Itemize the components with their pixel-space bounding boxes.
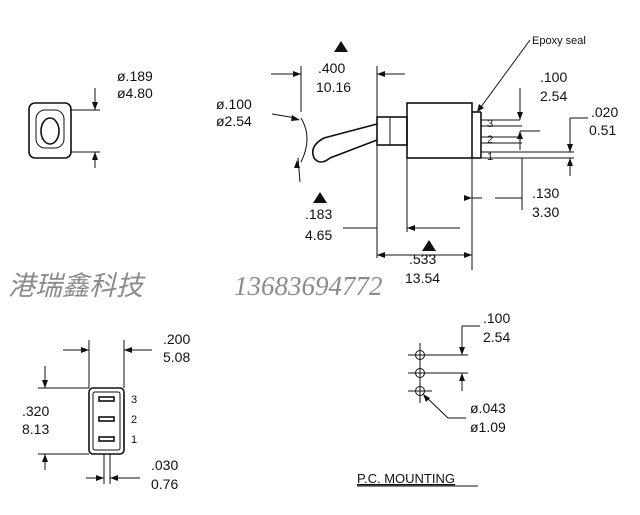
pin-thickness-inch: .020	[591, 104, 618, 120]
front-view: ø.189 ø4.80	[28, 68, 153, 168]
side-pin-2-label: 2	[487, 134, 493, 146]
body-length-inch: .533	[409, 251, 436, 267]
side-view: 3 2 1 Epoxy seal .400 10.16 ø.100 ø2.54 …	[216, 35, 618, 286]
side-pins	[481, 119, 574, 159]
bottom-pin-1-label: 1	[131, 434, 137, 446]
pin-length-mm: 3.30	[532, 204, 559, 220]
lever-length-inch: .400	[318, 60, 345, 76]
front-dia-inch: ø.189	[117, 68, 153, 84]
switch-bushing	[376, 116, 408, 146]
switch-body	[406, 102, 473, 159]
bushing-length-mm: 4.65	[305, 227, 332, 243]
watermark-phone: 13683694772	[234, 271, 383, 301]
lever-dia-mm: ø2.54	[216, 113, 252, 129]
side-pin-1-label: 1	[487, 151, 493, 163]
up-triangle-marker-1	[334, 41, 348, 52]
front-bushing	[35, 109, 65, 149]
bottom-width-inch: .200	[163, 331, 190, 347]
body-length-mm: 13.54	[405, 270, 440, 286]
up-triangle-marker-3	[422, 240, 436, 251]
bushing-length-inch: .183	[305, 206, 332, 222]
side-pitch-mm: 2.54	[540, 88, 567, 104]
mounting-hole-3	[408, 379, 432, 403]
bottom-body-outline	[88, 387, 125, 455]
bottom-pin-width-mm: 0.76	[151, 476, 178, 492]
up-triangle-marker-2	[313, 192, 327, 203]
pin-thickness-mm: 0.51	[589, 122, 616, 138]
bottom-height-mm: 8.13	[22, 421, 49, 437]
bottom-height-inch: .320	[22, 403, 49, 419]
mounting-hole-2	[408, 361, 432, 385]
bottom-pin-width-inch: .030	[151, 457, 178, 473]
bottom-pin-3	[98, 396, 115, 402]
bottom-pin-2-label: 2	[131, 414, 137, 426]
pin-length-inch: .130	[532, 185, 559, 201]
front-lever-tip	[40, 117, 60, 145]
hole-dia-inch: ø.043	[470, 400, 506, 416]
bottom-pin-3-label: 3	[131, 394, 137, 406]
hole-dia-mm: ø1.09	[470, 419, 506, 435]
bottom-width-mm: 5.08	[163, 349, 190, 365]
mount-pitch-mm: 2.54	[483, 329, 510, 345]
bottom-pin-1	[98, 436, 115, 442]
bottom-view: 3 2 1 .200 5.08 .320 8.13 .030 0.76	[22, 331, 190, 492]
lever-dia-inch: ø.100	[216, 96, 252, 112]
side-pitch-inch: .100	[540, 69, 567, 85]
pc-mounting-title: P.C. MOUNTING	[357, 471, 455, 486]
watermark-company: 港瑞鑫科技	[8, 271, 146, 301]
side-pin-3-label: 3	[487, 118, 493, 130]
mount-pitch-inch: .100	[483, 310, 510, 326]
epoxy-seal-callout: Epoxy seal	[532, 35, 586, 47]
switch-lever	[311, 123, 378, 163]
front-body-outline	[28, 102, 72, 159]
lever-length-mm: 10.16	[316, 79, 351, 95]
pc-mounting-view: .100 2.54 ø.043 ø1.09 P.C. MOUNTING	[357, 310, 510, 487]
watermark: 港瑞鑫科技 13683694772	[8, 271, 383, 301]
bottom-pin-2	[98, 416, 115, 422]
front-dia-mm: ø4.80	[117, 85, 153, 101]
